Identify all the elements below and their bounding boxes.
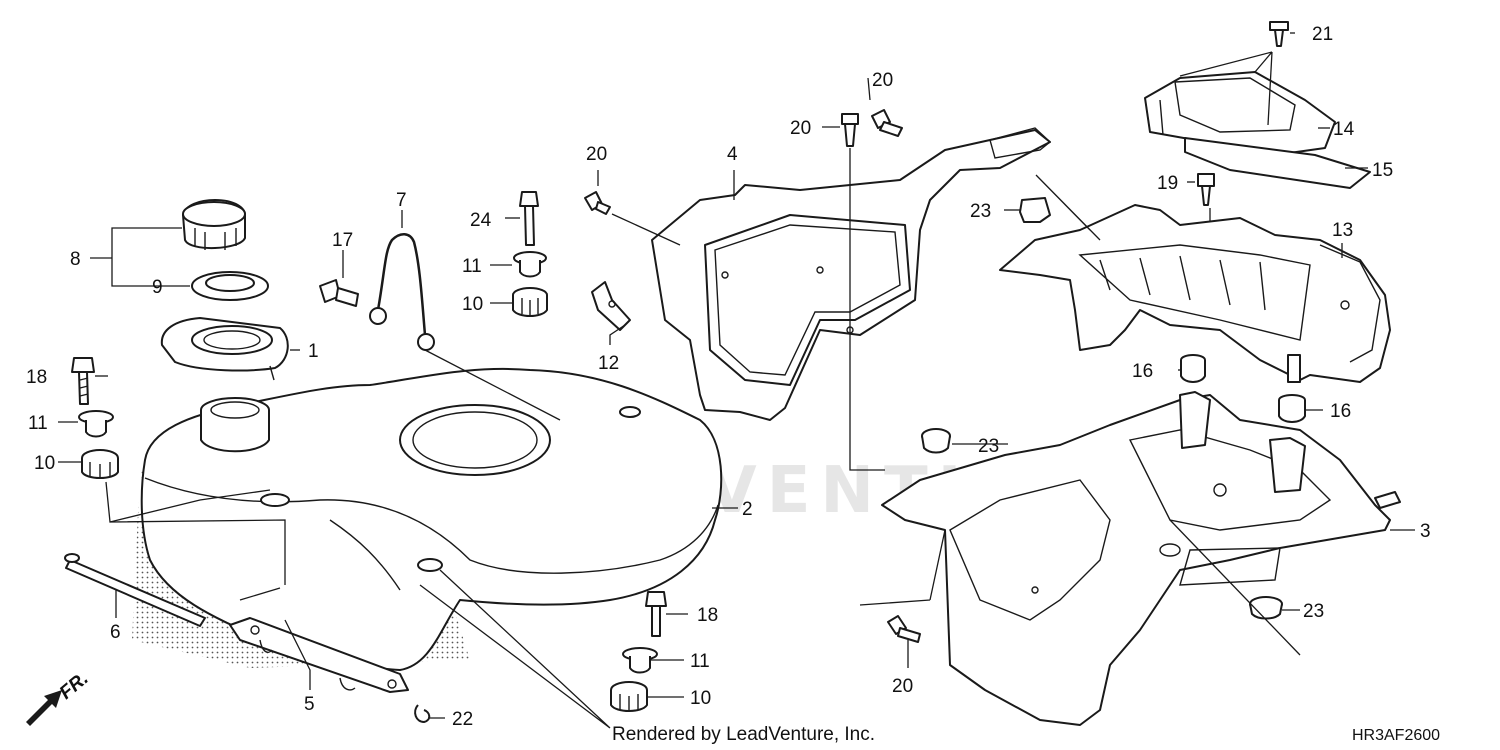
grommet-part-10-middle[interactable] xyxy=(512,287,548,317)
callout-16-lower[interactable]: 16 xyxy=(1330,401,1351,422)
callout-20-top[interactable]: 20 xyxy=(872,70,893,91)
callout-14[interactable]: 14 xyxy=(1333,119,1355,140)
frame-tray-part-3[interactable] xyxy=(881,391,1401,726)
box-lid-part-15[interactable] xyxy=(1184,137,1371,189)
callout-10-middle[interactable]: 10 xyxy=(462,294,483,315)
front-direction-arrow: FR. xyxy=(26,668,93,726)
callout-7[interactable]: 7 xyxy=(396,190,407,211)
breather-tube-part-7[interactable] xyxy=(369,233,435,351)
credit-text: Rendered by LeadVenture, Inc. xyxy=(612,724,875,745)
filler-flange-part-1[interactable] xyxy=(160,317,289,381)
callout-12[interactable]: 12 xyxy=(598,353,619,374)
callout-4[interactable]: 4 xyxy=(727,144,738,165)
callout-23-lower[interactable]: 23 xyxy=(1303,601,1324,622)
callout-17[interactable]: 17 xyxy=(332,230,353,251)
callout-18-left[interactable]: 18 xyxy=(26,367,47,388)
rivet-part-20-left[interactable] xyxy=(584,191,611,215)
callout-11-middle[interactable]: 11 xyxy=(462,256,482,277)
callout-23-upper[interactable]: 23 xyxy=(970,201,991,222)
cover-part-4[interactable] xyxy=(651,127,1052,421)
bolt-part-19[interactable] xyxy=(1197,173,1215,206)
rivet-part-20-right[interactable] xyxy=(871,109,903,137)
collar-part-11-middle[interactable] xyxy=(513,251,547,278)
callout-10-lower[interactable]: 10 xyxy=(690,688,711,709)
collar-part-11-left[interactable] xyxy=(78,410,114,438)
diagram-code: HR3AF2600 xyxy=(1352,727,1440,744)
callout-20-left[interactable]: 20 xyxy=(586,144,607,165)
grommet-part-10-lower[interactable] xyxy=(610,681,648,712)
leader-lines xyxy=(58,32,1415,729)
callout-23-middle[interactable]: 23 xyxy=(978,436,999,457)
callout-16-upper[interactable]: 16 xyxy=(1132,361,1153,382)
callout-20-center[interactable]: 20 xyxy=(790,118,811,139)
grommet-part-16-upper[interactable] xyxy=(1180,354,1206,383)
callout-22[interactable]: 22 xyxy=(452,709,473,730)
grommet-part-23-middle[interactable] xyxy=(921,428,951,454)
bolt-part-17[interactable] xyxy=(319,279,359,307)
callout-21[interactable]: 21 xyxy=(1312,24,1333,45)
fuel-cap-part-8[interactable] xyxy=(182,199,246,250)
tank-band-part-5[interactable] xyxy=(229,617,409,693)
bolt-part-24[interactable] xyxy=(519,191,539,246)
grommet-part-10-left[interactable] xyxy=(81,449,119,479)
callout-11-lower[interactable]: 11 xyxy=(690,651,710,672)
callout-5[interactable]: 5 xyxy=(304,694,315,715)
rivet-part-20-lower[interactable] xyxy=(887,615,921,643)
callout-2[interactable]: 2 xyxy=(742,499,753,520)
box-cover-part-14[interactable] xyxy=(1144,71,1336,156)
bolt-part-18-left[interactable] xyxy=(71,357,95,405)
collar-part-11-lower[interactable] xyxy=(622,647,658,674)
tank-rod-part-6[interactable] xyxy=(64,553,206,627)
direction-label: FR. xyxy=(56,668,93,704)
callout-6[interactable]: 6 xyxy=(110,622,121,643)
callout-11-left[interactable]: 11 xyxy=(28,413,48,434)
bracket-part-13[interactable] xyxy=(999,204,1391,383)
callout-15[interactable]: 15 xyxy=(1372,160,1393,181)
clip-part-12[interactable] xyxy=(591,281,631,331)
clip-part-22[interactable] xyxy=(414,704,431,724)
callout-13[interactable]: 13 xyxy=(1332,220,1353,241)
bolt-part-18-lower[interactable] xyxy=(645,591,667,637)
callout-1[interactable]: 1 xyxy=(308,341,319,362)
callout-8[interactable]: 8 xyxy=(70,249,81,270)
screw-part-21[interactable] xyxy=(1269,21,1289,47)
rivet-part-20-center[interactable] xyxy=(841,113,859,147)
callout-labels: 21 14 15 20 20 20 20 4 19 13 23 23 23 7 … xyxy=(26,24,1431,730)
callout-19[interactable]: 19 xyxy=(1157,173,1178,194)
callout-9[interactable]: 9 xyxy=(152,277,163,298)
callout-20-bottom[interactable]: 20 xyxy=(892,676,913,697)
grommet-part-16-lower[interactable] xyxy=(1278,394,1306,423)
fuel-tank-part-2[interactable] xyxy=(132,367,723,671)
grommet-part-23-upper[interactable] xyxy=(1019,197,1051,223)
callout-24[interactable]: 24 xyxy=(470,210,492,231)
callout-3[interactable]: 3 xyxy=(1420,521,1431,542)
cap-seal-part-9[interactable] xyxy=(191,271,269,301)
callout-18-lower[interactable]: 18 xyxy=(697,605,718,626)
callout-10-left[interactable]: 10 xyxy=(34,453,55,474)
